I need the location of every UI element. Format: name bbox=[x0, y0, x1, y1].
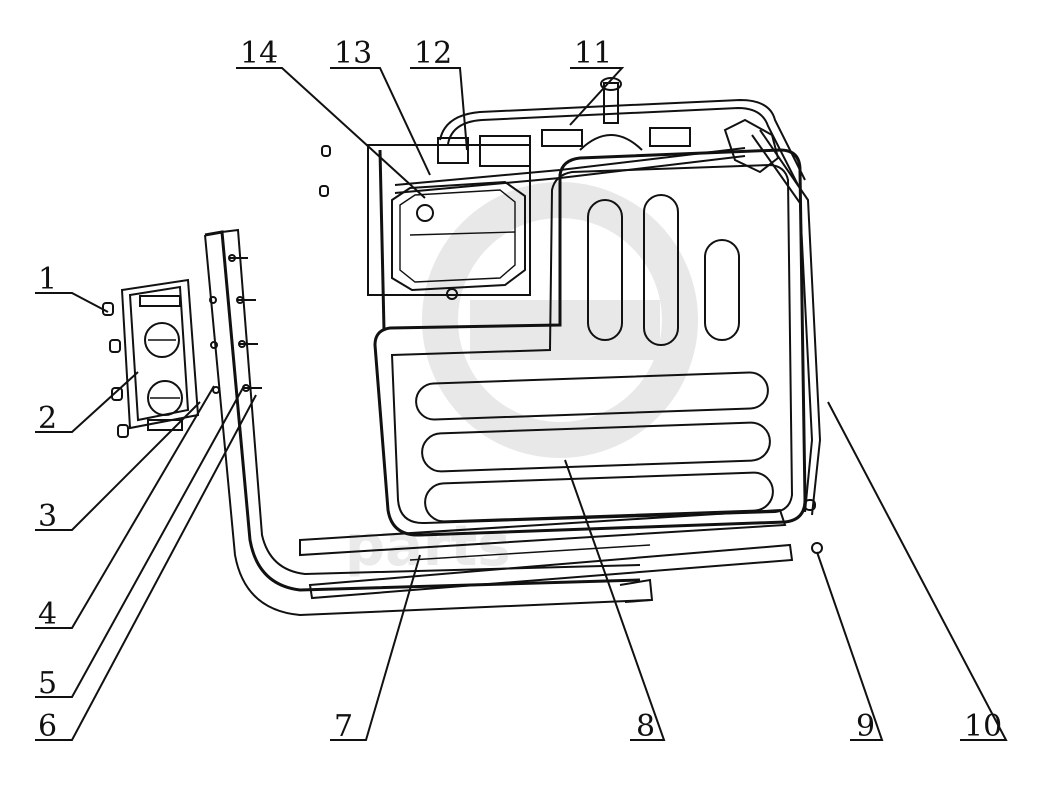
callout-5: 5 bbox=[38, 666, 57, 701]
mounting-frame bbox=[204, 228, 794, 617]
fuel-tank bbox=[373, 148, 807, 537]
callout-4: 4 bbox=[38, 597, 57, 632]
callout-12: 12 bbox=[414, 36, 452, 71]
callout-labels: 1 2 3 4 5 6 7 8 9 10 11 12 13 14 bbox=[38, 36, 1002, 744]
leader-lines bbox=[35, 67, 1008, 741]
callout-10: 10 bbox=[964, 709, 1002, 744]
watermark-logo: parts bbox=[345, 182, 698, 579]
callout-14: 14 bbox=[240, 36, 278, 71]
callout-2: 2 bbox=[38, 401, 57, 436]
pipes bbox=[394, 77, 822, 516]
pump-module bbox=[367, 135, 531, 331]
nuts bbox=[102, 145, 823, 554]
callout-1: 1 bbox=[38, 262, 57, 297]
callout-6: 6 bbox=[38, 709, 57, 744]
callout-8: 8 bbox=[636, 709, 655, 744]
callout-11: 11 bbox=[574, 36, 612, 71]
callout-13: 13 bbox=[334, 36, 372, 71]
callout-3: 3 bbox=[38, 499, 57, 534]
bracket-plate bbox=[120, 278, 200, 431]
frame-bolts bbox=[209, 254, 262, 394]
callout-9: 9 bbox=[856, 709, 875, 744]
callout-7: 7 bbox=[334, 709, 353, 744]
